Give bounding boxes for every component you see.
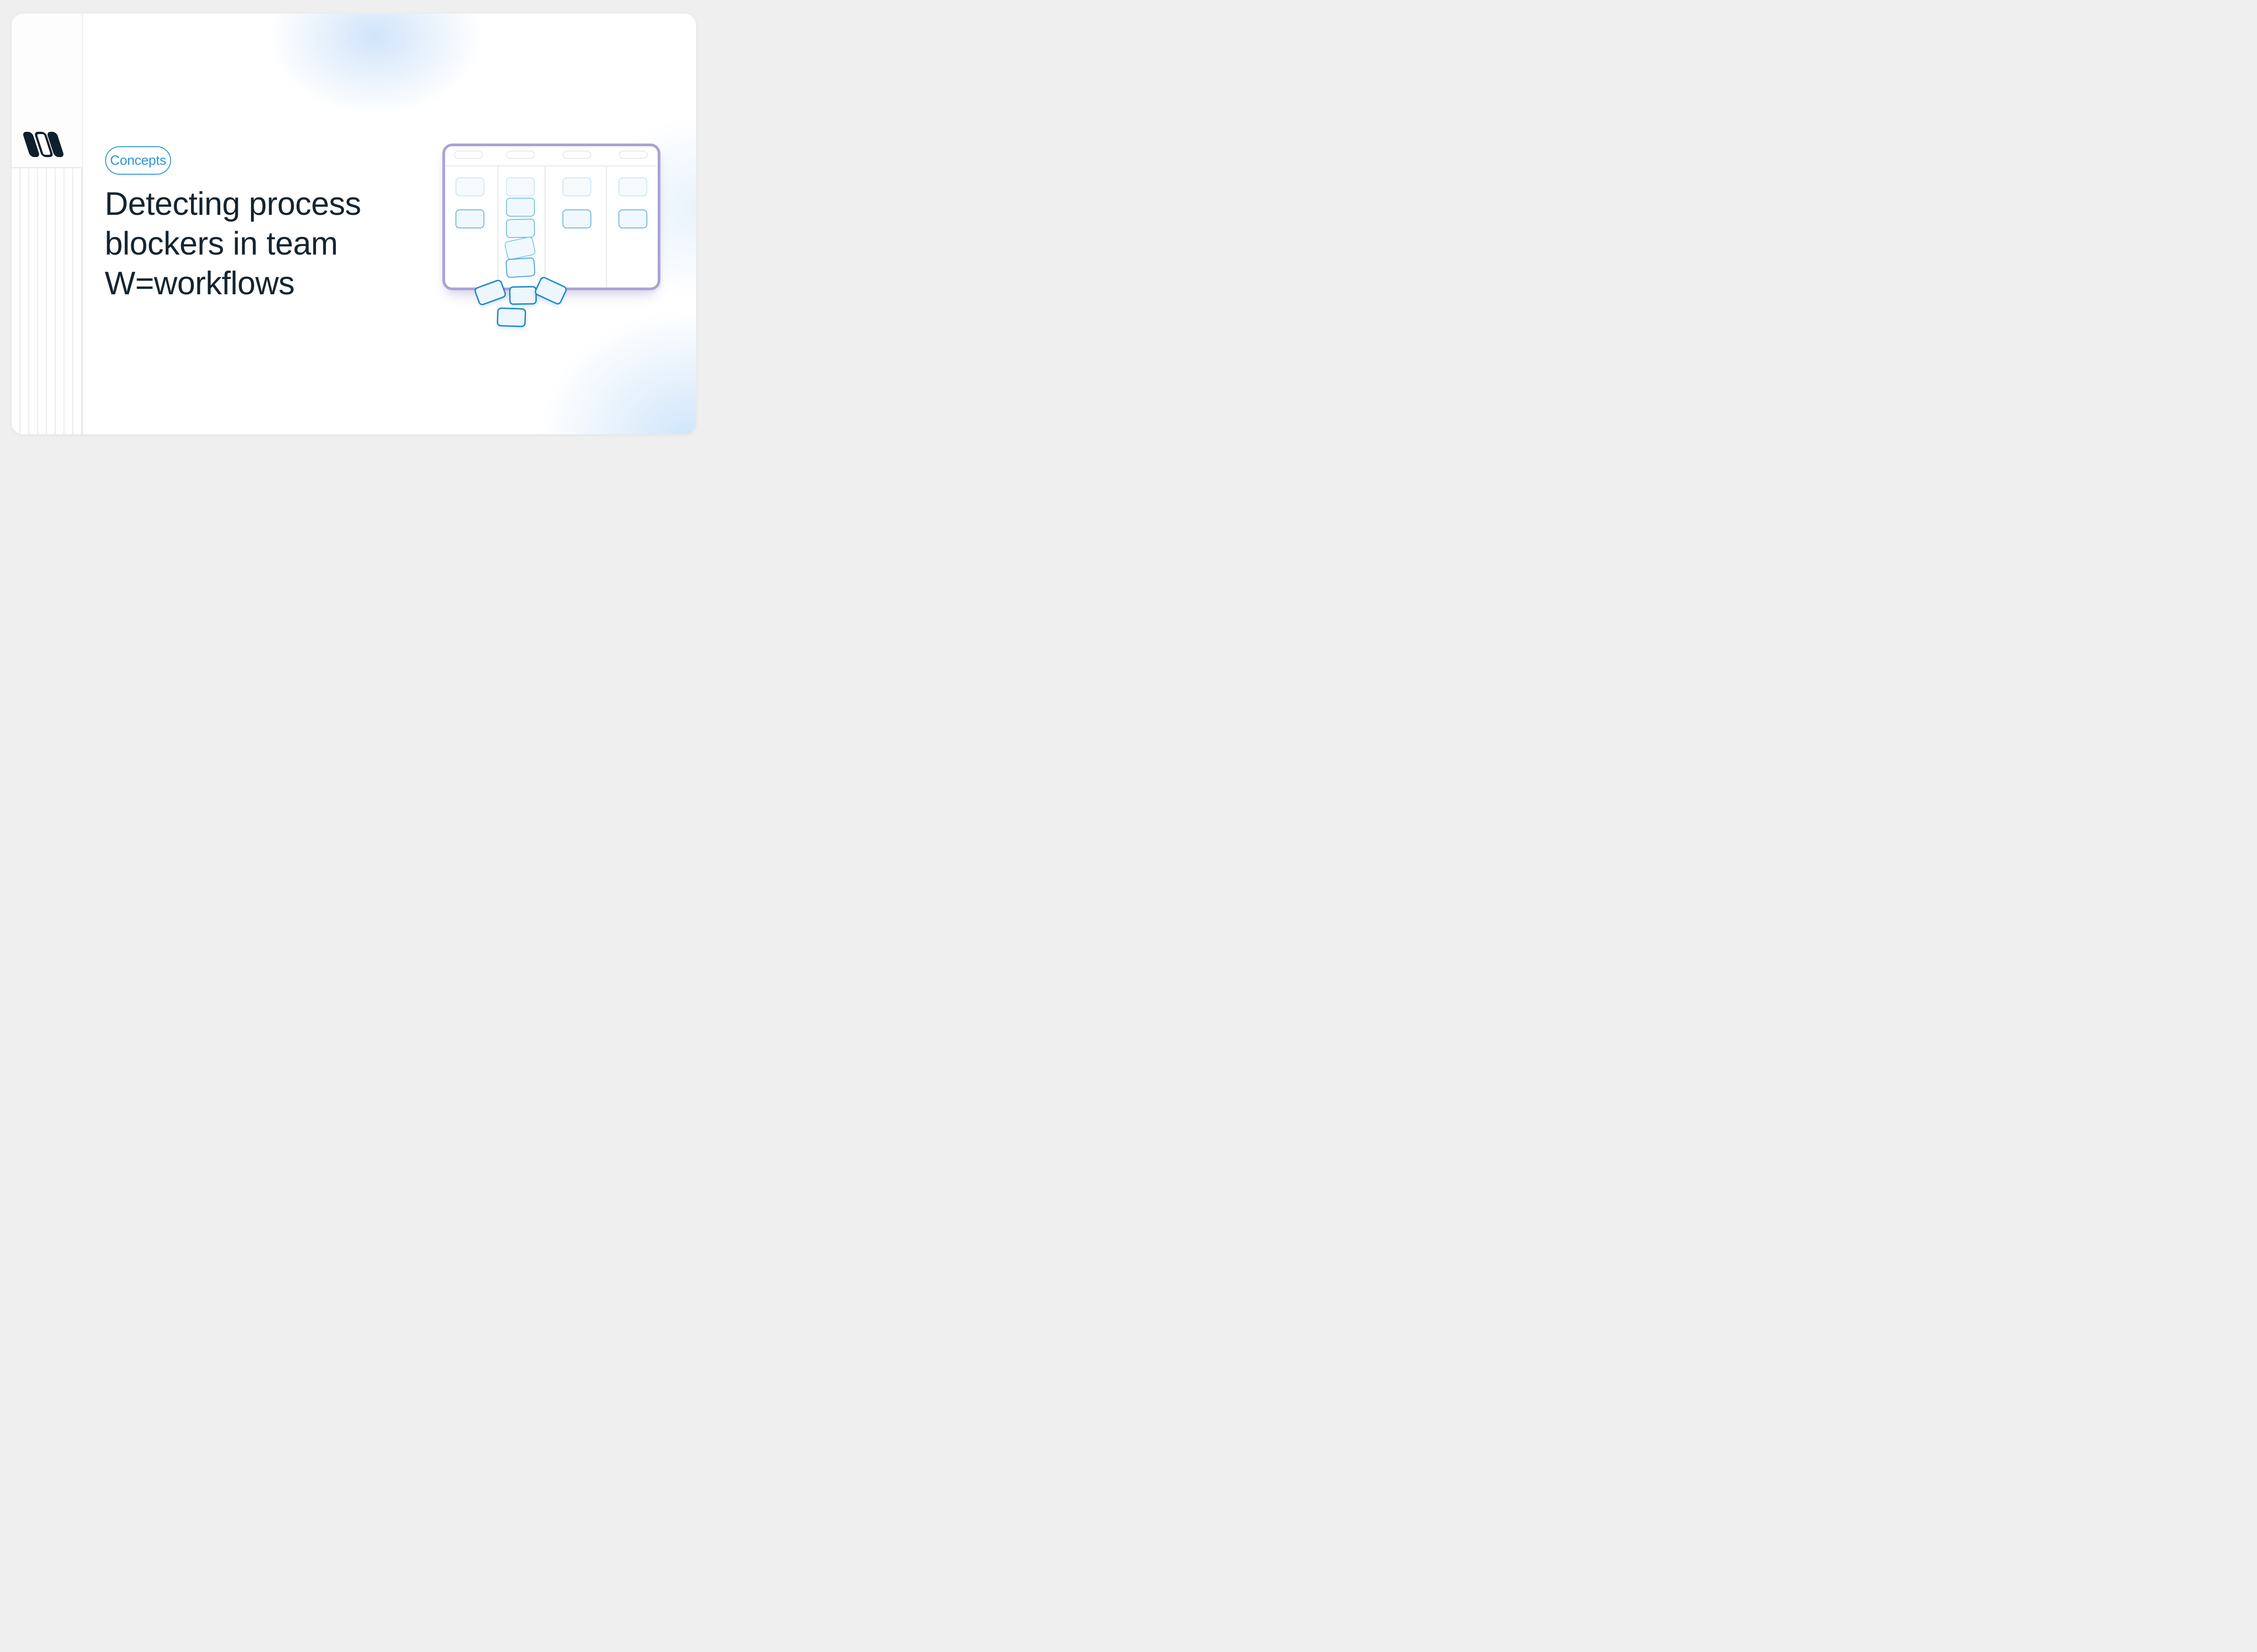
board-card	[505, 257, 536, 278]
sidebar-stripes-pattern	[12, 167, 82, 434]
board-card	[506, 177, 535, 196]
category-badge-label: Concepts	[110, 153, 167, 168]
board-card	[506, 198, 535, 217]
falling-card	[509, 286, 537, 305]
kanban-board-illustration	[442, 144, 682, 360]
board-header-pill	[562, 151, 591, 159]
title-line: W=workflows	[105, 265, 295, 302]
title-line: blockers in team	[105, 226, 338, 262]
article-title: Detecting process blockers in team W=wor…	[105, 184, 361, 303]
board-card	[562, 177, 591, 196]
board-header-pill	[454, 151, 483, 159]
board-card	[618, 209, 647, 228]
falling-card	[497, 307, 526, 328]
board-card	[506, 218, 535, 238]
board-card	[618, 177, 647, 196]
board-column-divider	[497, 167, 499, 287]
article-hero-card[interactable]: Concepts Detecting process blockers in t…	[12, 14, 696, 434]
page-background: Concepts Detecting process blockers in t…	[0, 0, 708, 448]
board-header-divider	[446, 165, 657, 167]
board-header-pill	[619, 151, 648, 159]
category-badge[interactable]: Concepts	[105, 146, 171, 175]
board-column-divider	[606, 167, 607, 287]
title-line: Detecting process	[105, 186, 361, 222]
board-card	[455, 209, 484, 228]
sidebar	[12, 14, 83, 434]
board-card	[562, 209, 591, 228]
brand-logo-icon	[22, 132, 69, 158]
board-header-pill	[506, 151, 535, 159]
board-column-divider	[544, 167, 546, 287]
board-card	[455, 177, 484, 196]
